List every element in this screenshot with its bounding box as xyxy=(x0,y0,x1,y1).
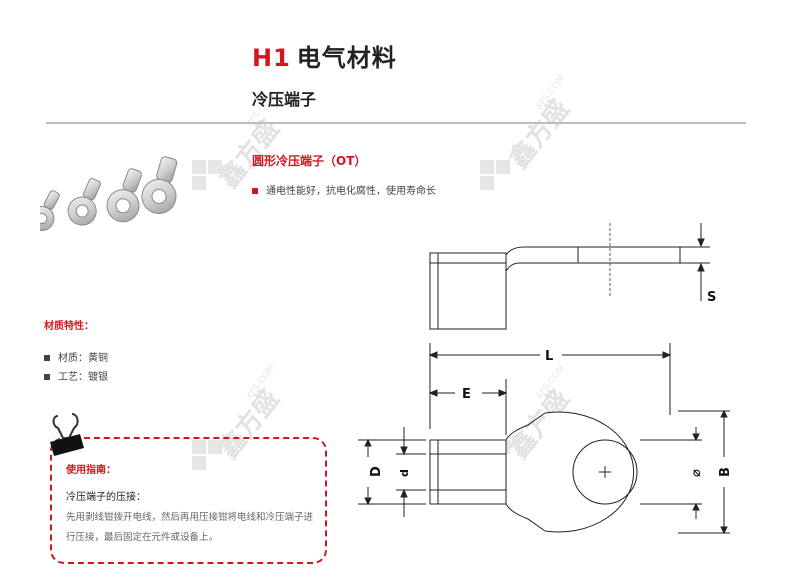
product-title: 圆形冷压端子（OT） xyxy=(252,154,367,168)
guide-text: 先用剥线钳拨开电线，然后再用压接钳将电线和冷压端子进行压接，最后固定在元件或设备… xyxy=(66,512,314,543)
material-text: 材质：黄铜 xyxy=(58,353,108,364)
guide-heading: 使用指南： xyxy=(66,465,116,476)
dim-label-b: B xyxy=(718,467,733,477)
series-code: H1 xyxy=(252,44,291,72)
technical-drawing: S L E D d ⌀ B xyxy=(358,223,733,535)
material-item: 材质：黄铜 xyxy=(44,349,108,364)
bullet-icon xyxy=(44,355,50,361)
feature-text: 通电性能好，抗电化腐性，使用寿命长 xyxy=(266,186,436,197)
guide-subheading: 冷压端子的压接： xyxy=(66,492,146,503)
dim-label-phi: ⌀ xyxy=(689,469,704,477)
materials-heading: 材质特性： xyxy=(44,321,94,332)
bullet-icon xyxy=(252,188,258,194)
divider xyxy=(46,122,746,124)
usage-guide-box xyxy=(50,437,327,564)
bullet-icon xyxy=(44,374,50,380)
dim-label-s: S xyxy=(707,290,716,305)
page-subtitle: 冷压端子 xyxy=(252,90,317,109)
material-item: 工艺：镀银 xyxy=(44,368,108,383)
dim-label-l: L xyxy=(545,349,553,364)
dim-label-d-outer: D xyxy=(369,466,384,477)
binder-clip-icon xyxy=(50,413,84,456)
feature-item: 通电性能好，抗电化腐性，使用寿命长 xyxy=(252,182,436,197)
dim-label-d-inner: d xyxy=(398,469,411,477)
material-text: 工艺：镀银 xyxy=(58,372,108,383)
product-image xyxy=(40,156,178,231)
dim-label-e: E xyxy=(462,387,471,402)
title-text: 电气材料 xyxy=(296,44,397,72)
